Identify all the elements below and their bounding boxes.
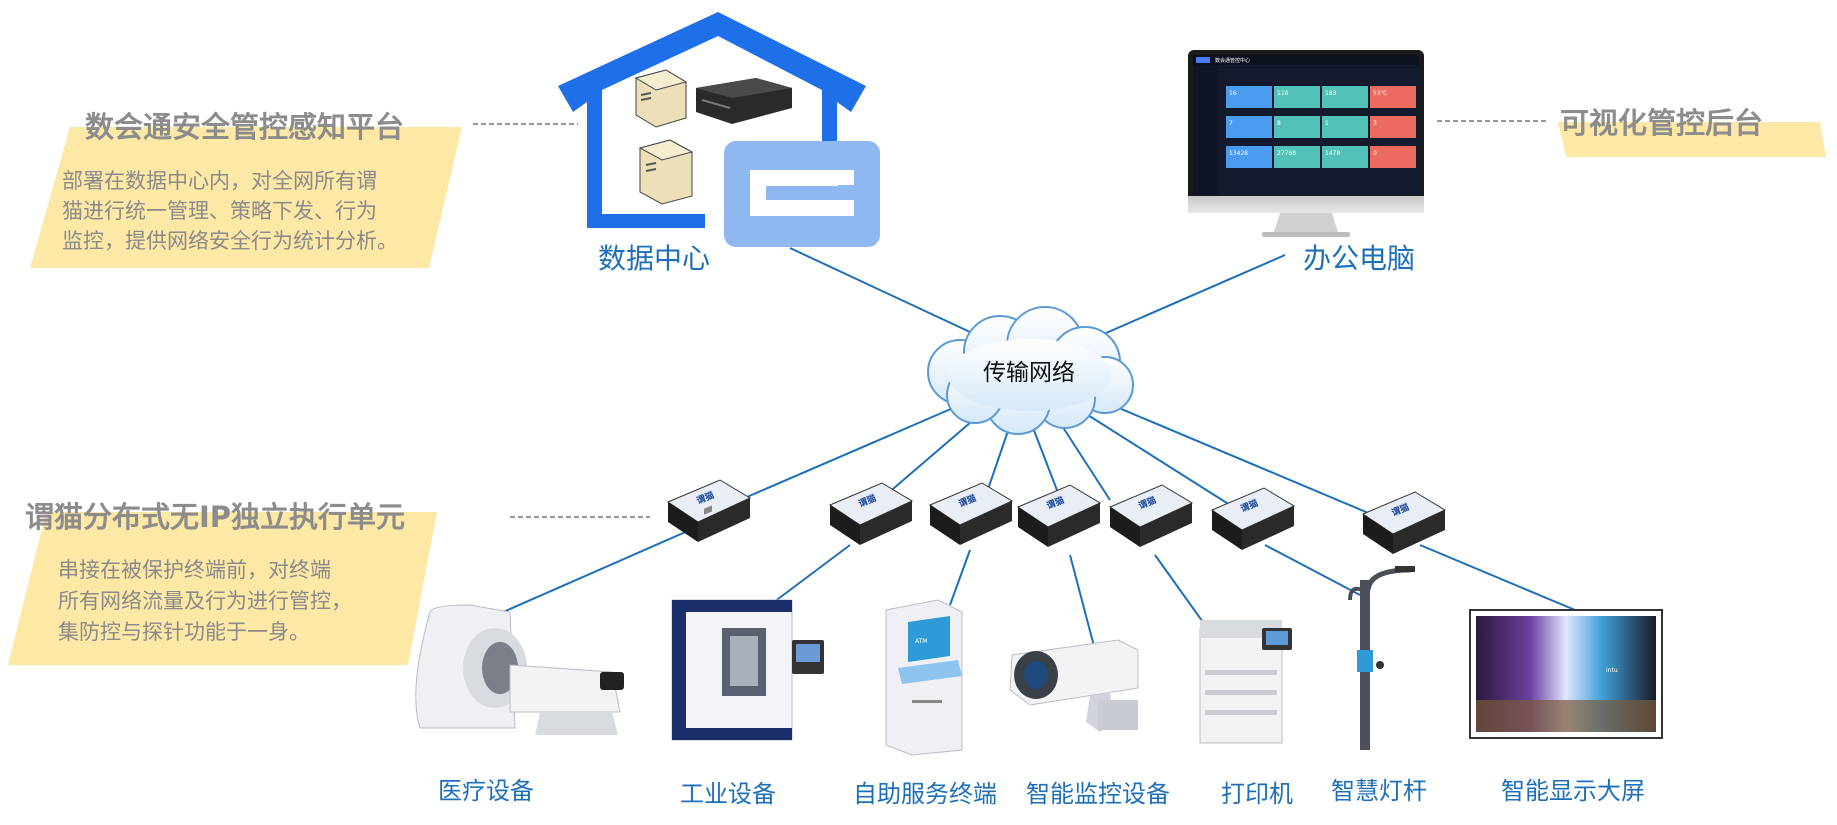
backend-title: 可视化管控后台	[1560, 106, 1763, 140]
link-cloud-box3	[984, 424, 1011, 499]
mri-scanner-icon	[415, 604, 624, 735]
cctv-camera-icon	[1009, 639, 1139, 732]
tower-server-icon	[634, 69, 688, 128]
unit-box-2: 谓猫	[828, 482, 914, 545]
kiosk-screen-text: ATM	[915, 638, 927, 645]
monitor-tile-2: 116	[1277, 90, 1289, 97]
tower-server-icon-2	[638, 139, 694, 205]
link-box5-printer	[1154, 554, 1206, 626]
device-label-lamp: 智慧灯杆	[1331, 777, 1427, 805]
link-datacenter-cloud	[789, 247, 971, 333]
office-pc-label: 办公电脑	[1303, 242, 1415, 275]
monitor-tile-3: 183	[1325, 90, 1337, 97]
monitor-tile-10: 27768	[1277, 150, 1296, 157]
cloud-icon	[927, 306, 1134, 435]
link-box3-kiosk	[949, 549, 971, 606]
unit-box-4: 谓猫	[1016, 484, 1102, 547]
device-label-industrial: 工业设备	[680, 780, 776, 808]
platform-highlight	[30, 127, 462, 268]
unit-box-1: 谓猫	[666, 479, 752, 542]
datacenter-label: 数据中心	[598, 242, 710, 275]
unit-highlight	[8, 512, 437, 665]
office-monitor-icon: 数会通管控中心 16 116 183 53℃ 7 8 1 3 13428 277…	[1188, 50, 1424, 237]
industrial-machine-icon	[671, 599, 824, 741]
link-box4-camera	[1069, 554, 1096, 651]
monitor-tile-7: 1	[1325, 120, 1329, 127]
network-links	[484, 247, 1576, 651]
network-label: 传输网络	[983, 360, 1075, 386]
printer-icon	[1199, 620, 1292, 744]
unit-box-6: 谓猫	[1210, 487, 1296, 550]
link-box2-industrial	[769, 544, 851, 606]
unit-box-7: 谓猫	[1361, 491, 1447, 554]
unit-desc-line-3: 集防控与探针功能于一身。	[58, 620, 310, 644]
kiosk-icon: ATM	[885, 599, 963, 756]
monitor-tile-12: 0	[1373, 150, 1377, 157]
device-label-display: 智能显示大屏	[1501, 777, 1645, 805]
link-cloud-box2	[879, 409, 986, 501]
display-screen-icon: intu	[1469, 609, 1663, 739]
monitor-tile-8: 3	[1373, 120, 1377, 127]
link-box1-medical	[484, 529, 691, 621]
monitor-tile-11: 1478	[1325, 150, 1340, 157]
link-cloud-box7	[1099, 399, 1386, 521]
device-label-medical: 医疗设备	[438, 777, 534, 805]
link-office-cloud	[1089, 254, 1286, 341]
monitor-tile-1: 16	[1229, 90, 1237, 97]
unit-box-3: 谓猫	[928, 482, 1014, 545]
monitor-tile-9: 13428	[1229, 150, 1248, 157]
unit-desc-line-2: 所有网络流量及行为进行管控，	[58, 589, 352, 613]
leader-lines	[473, 120, 1548, 518]
rack-server-icon	[696, 78, 792, 124]
backend-highlight	[1558, 122, 1826, 157]
unit-box-5: 谓猫	[1108, 484, 1194, 547]
monitor-header-text: 数会通管控中心	[1215, 57, 1250, 64]
device-label-kiosk: 自助服务终端	[853, 780, 997, 808]
monitor-tile-4: 53℃	[1373, 90, 1388, 97]
link-cloud-box6	[1079, 409, 1231, 506]
platform-desc-line-3: 监控，提供网络安全行为统计分析。	[62, 229, 398, 253]
unit-title: 谓猫分布式无IP独立执行单元	[25, 500, 405, 534]
device-label-camera: 智能监控设备	[1026, 780, 1170, 808]
platform-desc-line-2: 猫进行统一管理、策略下发、行为	[62, 199, 377, 223]
unit-desc-line-1: 串接在被保护终端前，对终端	[58, 558, 331, 582]
platform-title: 数会通安全管控感知平台	[85, 110, 404, 144]
link-cloud-box1	[739, 404, 961, 501]
smart-lamp-icon	[1348, 566, 1415, 750]
datacenter-icon	[558, 12, 880, 247]
link-box7-screen	[1419, 544, 1576, 611]
monitor-tile-5: 7	[1229, 120, 1233, 127]
platform-logo-icon	[724, 141, 880, 247]
platform-desc-line-1: 部署在数据中心内，对全网所有谓	[62, 169, 377, 193]
link-cloud-box4	[1029, 419, 1061, 499]
link-box6-lamp	[1264, 544, 1361, 596]
device-label-printer: 打印机	[1221, 780, 1293, 808]
monitor-stand	[1274, 213, 1338, 232]
monitor-tile-6: 8	[1277, 120, 1281, 127]
link-cloud-box5	[1054, 414, 1111, 501]
display-sign-text: intu	[1606, 667, 1618, 674]
